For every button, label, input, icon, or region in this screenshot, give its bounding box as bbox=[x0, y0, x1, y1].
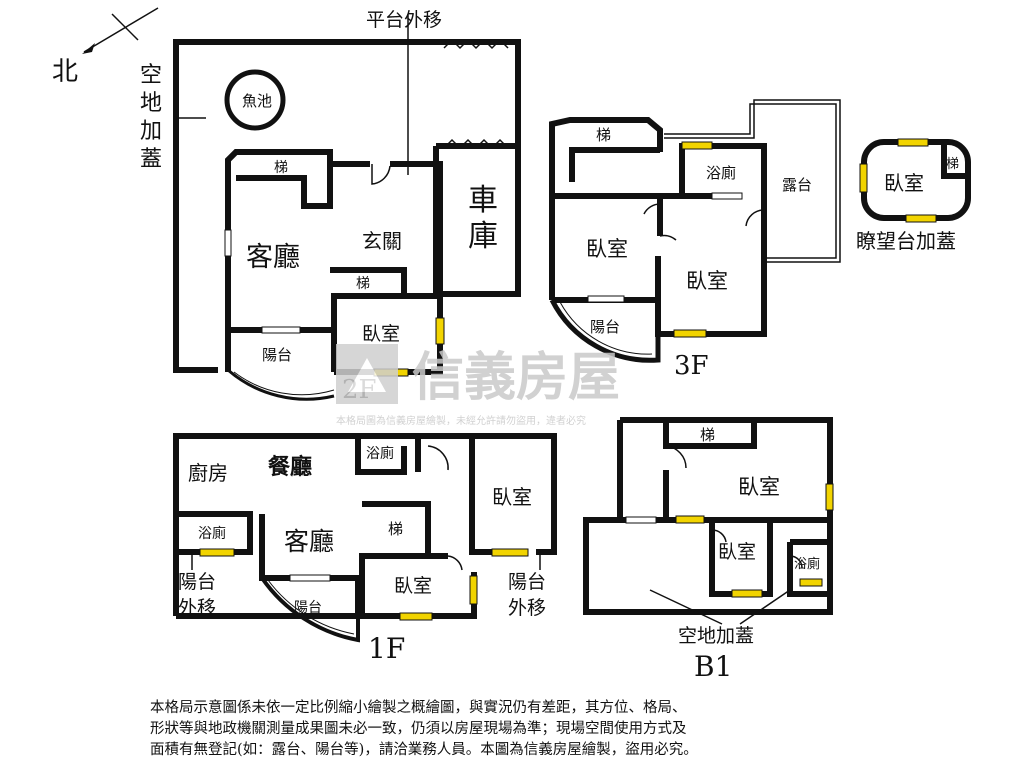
bath-left-label: 浴廁 bbox=[198, 525, 226, 542]
balcony-shift-right-char2: 外移 bbox=[508, 597, 546, 619]
balcony-shift-left-char2: 外移 bbox=[178, 597, 216, 619]
open-land-label: 空地加蓋 bbox=[678, 625, 754, 647]
bedroom-b-label: 臥室 bbox=[718, 541, 756, 563]
stairs2-label: 梯 bbox=[356, 276, 370, 292]
open-land-label-char1: 空 bbox=[140, 63, 162, 88]
floor-2f: 平台外移 空 地 加 蓋 魚池 梯 客廳 玄關 車 庫 梯 臥室 陽台 2F bbox=[140, 9, 521, 405]
garage-label-char1: 車 bbox=[468, 183, 498, 218]
disclaimer: 本格局示意圖係未依一定比例縮小繪製之概繪圖，與實況仍有差距，其方位、格局、 形狀… bbox=[150, 698, 890, 761]
bedroom-right-label: 臥室 bbox=[492, 485, 532, 509]
watermark: 信義房屋 本格局圖為信義房屋繪製，未經允許請勿盜用，違者必究 bbox=[336, 344, 620, 427]
floor-b1-label: B1 bbox=[694, 650, 732, 683]
stairs-label: 梯 bbox=[274, 160, 288, 176]
balcony-shift-right-char1: 陽台 bbox=[508, 571, 546, 593]
bedroom-label: 臥室 bbox=[362, 323, 400, 345]
open-land-label-char3: 加 bbox=[140, 119, 162, 144]
watermark-brand: 信義房屋 bbox=[412, 348, 620, 408]
bedroom-a-label: 臥室 bbox=[586, 237, 628, 261]
dining-label: 餐廳 bbox=[268, 454, 312, 480]
stairs-label: 梯 bbox=[388, 520, 403, 538]
living-room-label: 客廳 bbox=[284, 527, 334, 556]
terrace-label: 露台 bbox=[782, 176, 812, 194]
fish-pond-label: 魚池 bbox=[242, 92, 272, 110]
stairs-label: 梯 bbox=[596, 126, 611, 144]
lookout-tower: 臥室 梯 瞭望台加蓋 bbox=[856, 138, 971, 253]
floor-b1: 梯 臥室 臥室 浴廁 空地加蓋 B1 bbox=[583, 417, 834, 683]
bath-label: 浴廁 bbox=[794, 556, 820, 572]
north-label: 北 bbox=[52, 57, 78, 87]
open-land-label-char4: 蓋 bbox=[140, 147, 162, 172]
living-room-label: 客廳 bbox=[246, 242, 300, 273]
lookout-stairs-label: 梯 bbox=[946, 157, 959, 172]
stairs-label: 梯 bbox=[700, 426, 715, 444]
balcony-label: 陽台 bbox=[262, 346, 292, 364]
balcony-label: 陽台 bbox=[294, 600, 322, 616]
platform-shift-label: 平台外移 bbox=[366, 9, 442, 31]
floor-1f: 廚房 餐廳 浴廁 浴廁 客廳 梯 臥室 臥室 陽台 陽台 外移 陽台 外移 1F bbox=[173, 433, 557, 665]
garage-label-char2: 庫 bbox=[468, 219, 498, 254]
bath-top-label: 浴廁 bbox=[366, 445, 394, 462]
kitchen-label: 廚房 bbox=[188, 461, 228, 485]
bath-label: 浴廁 bbox=[706, 164, 736, 182]
floor-3f: 梯 浴廁 露台 臥室 臥室 陽台 3F bbox=[549, 99, 841, 381]
lookout-bedroom-label: 臥室 bbox=[884, 171, 924, 195]
balcony-shift-left-char1: 陽台 bbox=[178, 571, 216, 593]
bedroom-b-label: 臥室 bbox=[686, 269, 728, 293]
watermark-notice: 本格局圖為信義房屋繪製，未經允許請勿盜用，違者必究 bbox=[336, 414, 586, 427]
disclaimer-line-1: 本格局示意圖係未依一定比例縮小繪製之概繪圖，與實況仍有差距，其方位、格局、 bbox=[150, 700, 687, 716]
floor-3f-label: 3F bbox=[674, 351, 709, 381]
lookout-caption: 瞭望台加蓋 bbox=[856, 229, 956, 253]
compass: 北 bbox=[52, 7, 159, 87]
open-land-label-char2: 地 bbox=[140, 91, 162, 116]
disclaimer-line-3: 面積有無登記(如：露台、陽台等)，請洽業務人員。本圖為信義房屋繪製，盜用必究。 bbox=[150, 742, 698, 758]
bedroom-a-label: 臥室 bbox=[738, 475, 780, 499]
floor-1f-label: 1F bbox=[368, 632, 405, 665]
bedroom-center-label: 臥室 bbox=[394, 575, 432, 597]
balcony-label: 陽台 bbox=[590, 318, 620, 336]
disclaimer-line-2: 形狀等與地政機關測量成果圖未必一致，仍須以房屋現場為準；現場空間使用方式及 bbox=[150, 721, 687, 737]
foyer-label: 玄關 bbox=[362, 229, 402, 253]
